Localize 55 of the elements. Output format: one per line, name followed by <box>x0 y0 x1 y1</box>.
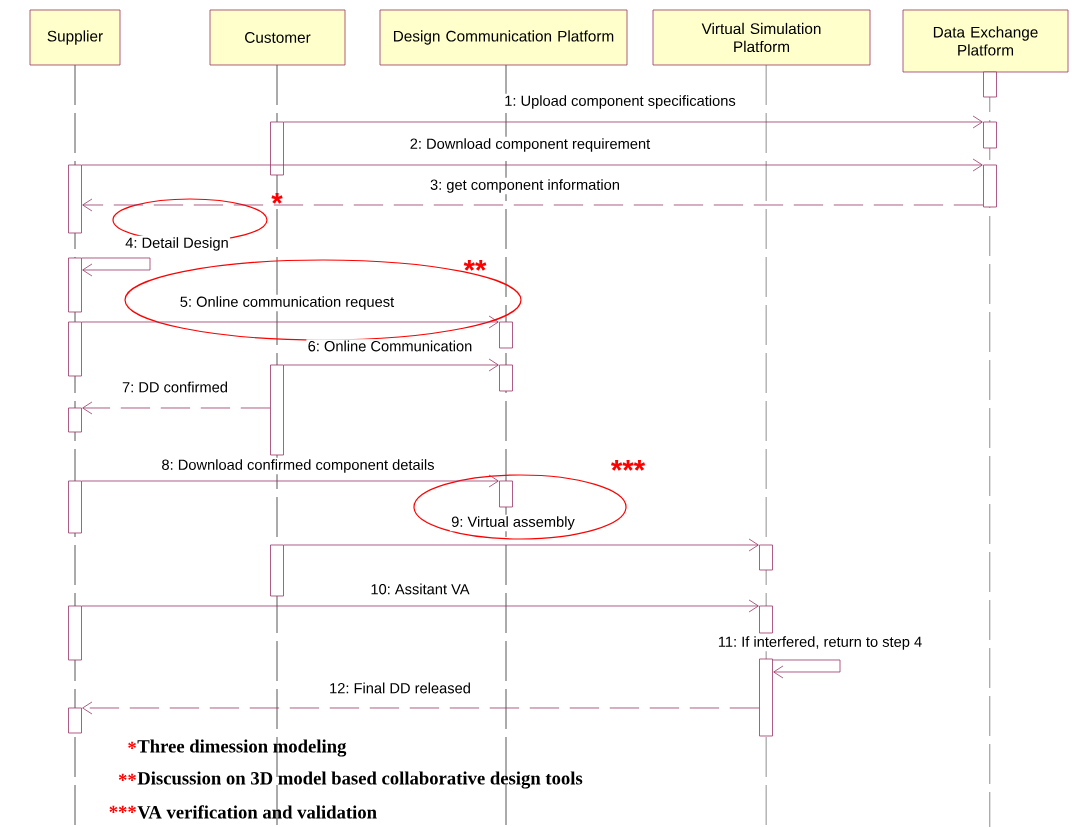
activation-bar <box>270 364 284 456</box>
participant-box: Supplier <box>29 9 121 66</box>
footnote: Discussion on 3D model based collaborative design tools <box>137 771 583 789</box>
activation-bar <box>68 407 82 433</box>
message-label: 1: Upload component specifications <box>502 93 738 111</box>
activation-bar <box>499 480 513 508</box>
message-arrow <box>81 315 499 329</box>
message-label: 4: Detail Design <box>123 235 231 253</box>
activation-bar <box>983 71 997 98</box>
activation-bar <box>983 164 997 208</box>
message-label: 2: Download component requirement <box>408 136 652 154</box>
activation-bar <box>68 164 82 234</box>
message-arrow <box>81 599 759 613</box>
message-arrow <box>283 358 499 372</box>
activation-bar <box>270 544 284 597</box>
asterisk-mark: *** <box>610 459 646 471</box>
message-label: 5: Online communication request <box>178 294 396 312</box>
participant-box: Virtual Simulation Platform <box>652 9 871 66</box>
activation-bar <box>68 707 82 734</box>
activation-bar <box>270 121 284 176</box>
footnote: VA verification and validation <box>137 805 377 819</box>
footnote: Three dimession modeling <box>137 739 347 757</box>
self-message-arrow <box>81 257 151 277</box>
message-label: 7: DD confirmed <box>120 380 230 394</box>
message-arrow <box>82 701 760 715</box>
message-label: 10: Assitant VA <box>369 582 471 596</box>
participant-box: Customer <box>209 9 346 66</box>
message-arrow <box>82 401 271 415</box>
asterisk-mark: * <box>128 741 136 749</box>
activation-bar <box>759 605 773 634</box>
asterisk-mark: *** <box>109 805 136 813</box>
asterisk-mark: ** <box>463 259 487 271</box>
activation-bar <box>499 364 513 392</box>
activation-bar <box>499 321 513 349</box>
activation-bar <box>759 658 773 737</box>
asterisk-mark: ** <box>118 773 136 781</box>
activation-bar <box>68 321 82 377</box>
activation-bar <box>983 121 997 149</box>
self-message-arrow <box>772 659 841 679</box>
message-arrow <box>283 115 983 129</box>
activation-bar <box>68 480 82 534</box>
participant-box: Design Communication Platform <box>379 9 628 66</box>
message-arrow <box>81 158 983 172</box>
activation-bar <box>759 544 773 571</box>
participant-box: Data Exchange Platform <box>902 9 1069 73</box>
message-label: 3: get component information <box>428 177 622 195</box>
message-arrow <box>82 198 984 212</box>
asterisk-mark: * <box>271 192 283 204</box>
activation-bar <box>68 257 82 313</box>
message-label: 12: Final DD released <box>327 681 473 695</box>
message-arrow <box>81 474 499 488</box>
message-label: 6: Online Communication <box>306 339 474 353</box>
message-arrow <box>283 538 759 552</box>
message-label: 9: Virtual assembly <box>449 514 577 532</box>
activation-bar <box>68 605 82 661</box>
